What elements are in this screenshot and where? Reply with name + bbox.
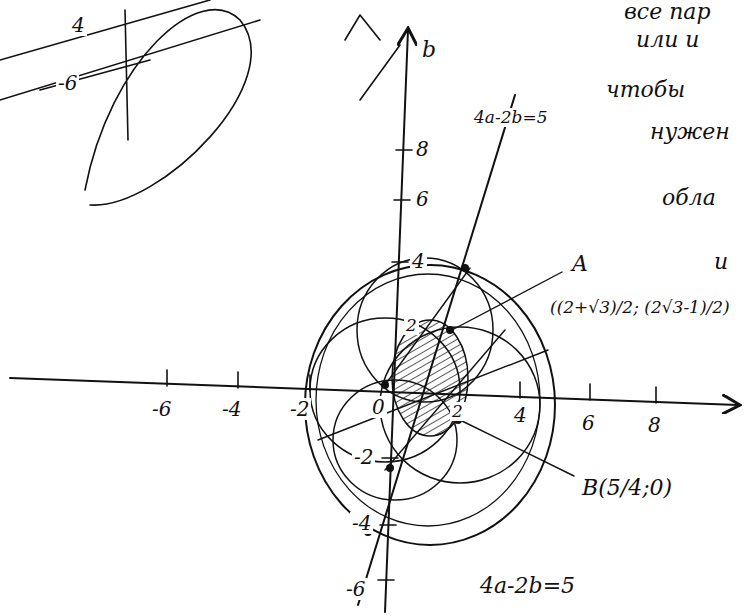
tick-number: 0 — [370, 396, 387, 418]
axis-name: b — [420, 38, 438, 62]
chord — [318, 350, 548, 440]
leader-line — [460, 420, 574, 476]
tick-number: 2 — [404, 316, 419, 335]
tick-number: 6 — [414, 188, 431, 210]
axis-ticks — [167, 150, 656, 580]
note-text: и — [712, 250, 730, 274]
point-label: B(5/4;0) — [580, 476, 674, 500]
point-coordinates: ((2+√3)/2; (2√3-1)/2) — [548, 298, 732, 317]
points — [364, 264, 469, 536]
point-name: A — [570, 252, 590, 276]
large-circle — [305, 265, 555, 545]
line-4a-2b — [358, 95, 515, 605]
scribble — [345, 15, 400, 100]
tick-number: -6 — [56, 72, 79, 94]
note-text: нужен — [648, 120, 732, 144]
tick-number: -2 — [352, 446, 375, 468]
tick-number: -4 — [350, 512, 373, 534]
equation-label: 4a-2b=5 — [472, 108, 549, 127]
note-text: или и — [634, 28, 702, 52]
tick-number: -6 — [150, 398, 173, 420]
note-text: обла — [660, 186, 718, 210]
tick-number: 4 — [512, 404, 529, 426]
hatched-region — [392, 320, 468, 436]
tick-number: 8 — [414, 138, 431, 160]
note-text: чтобы — [604, 78, 687, 102]
tick-number: 2 — [450, 402, 465, 421]
note-text: все пар — [622, 0, 713, 24]
leader-line — [452, 272, 562, 330]
fragment-sketch — [0, 0, 260, 205]
chord — [385, 330, 505, 470]
tick-number: -2 — [288, 398, 311, 420]
tick-number: 4 — [70, 14, 87, 36]
equation-label: 4a-2b=5 — [478, 574, 577, 598]
tick-number: 8 — [646, 414, 663, 436]
tick-number: 4 — [410, 250, 427, 272]
circle — [316, 274, 540, 526]
tick-number: -4 — [220, 398, 243, 420]
tick-number: 6 — [580, 412, 597, 434]
tick-number: -6 — [344, 578, 367, 600]
